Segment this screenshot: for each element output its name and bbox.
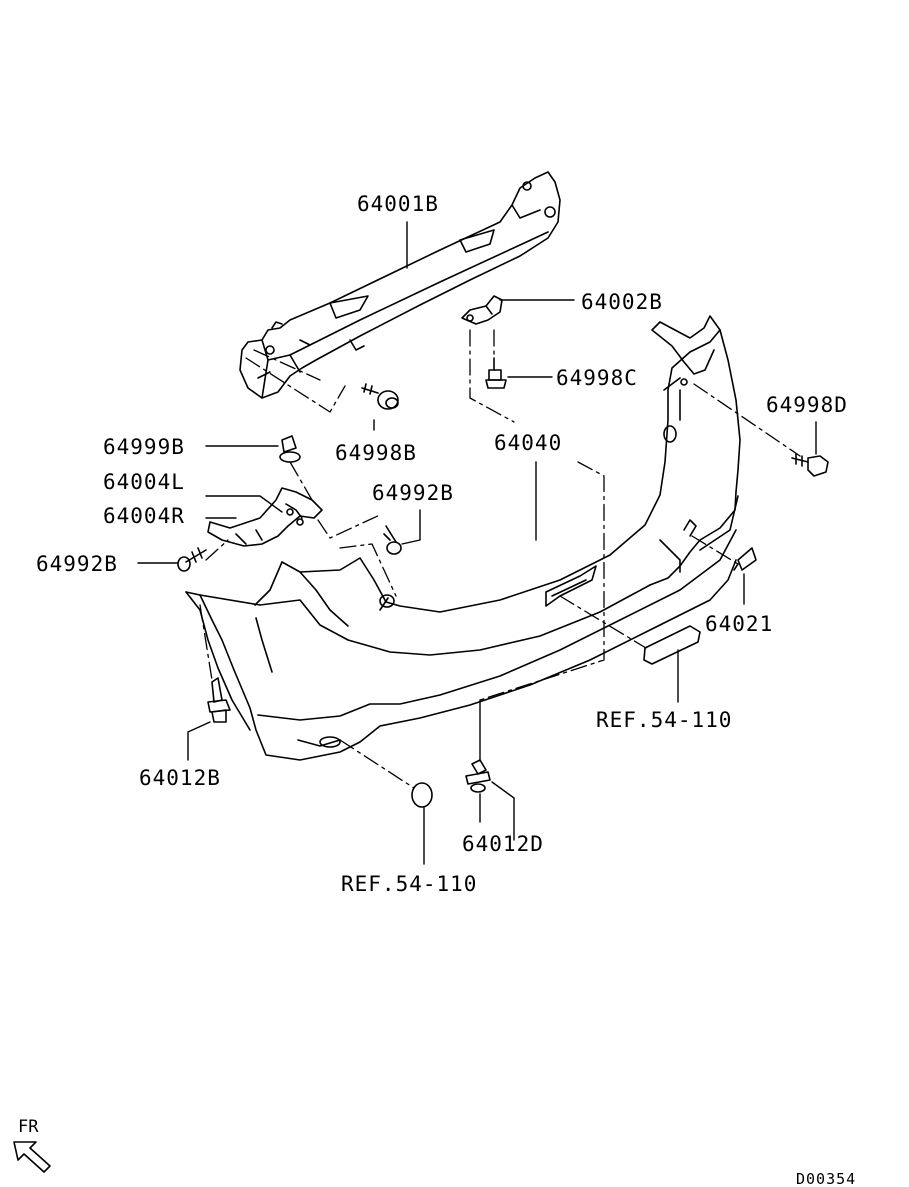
bumper-cover [185,315,741,761]
part-label-64998c: 64998C [556,366,638,390]
part-label-64021: 64021 [705,612,774,636]
clip-64012b [207,677,231,723]
clip-64999b [279,435,301,463]
screw-64992b-right [383,525,402,555]
screw-64998d [791,453,829,477]
part-label-64992b-left: 64992B [36,552,118,576]
screw-64992b-left [177,547,207,572]
screw-64998c [485,357,507,389]
part-label-64004l: 64004L [103,470,185,494]
part-label-64998b: 64998B [335,441,417,465]
reflector-right [643,625,701,665]
part-label-64001b: 64001B [357,192,439,216]
cap-64021 [733,547,757,571]
part-label-64998d: 64998D [766,393,848,417]
part-label-64012b: 64012B [139,766,221,790]
clip-64012d [465,759,491,793]
assembly-dash-lines [199,329,801,789]
leader-lines [137,221,817,865]
part-label-64004r: 64004R [103,504,185,528]
part-label-64999b: 64999B [103,435,185,459]
side-bracket [207,487,323,547]
part-label-64002b: 64002B [581,290,663,314]
bumper-reinforcement-beam [239,171,561,399]
ref-label-bottom: REF.54-110 [341,872,478,896]
center-bracket [461,295,503,325]
part-label-64012d: 64012D [462,832,544,856]
ref-label-right: REF.54-110 [596,708,733,732]
part-label-64040: 64040 [494,431,563,455]
part-label-64992b-right: 64992B [372,481,454,505]
direction-label: FR [18,1117,39,1137]
reflector-bottom [411,782,433,808]
screw-64998b [361,383,399,410]
diagram-code: D00354 [796,1170,857,1187]
front-direction-arrow-icon [13,1141,51,1173]
